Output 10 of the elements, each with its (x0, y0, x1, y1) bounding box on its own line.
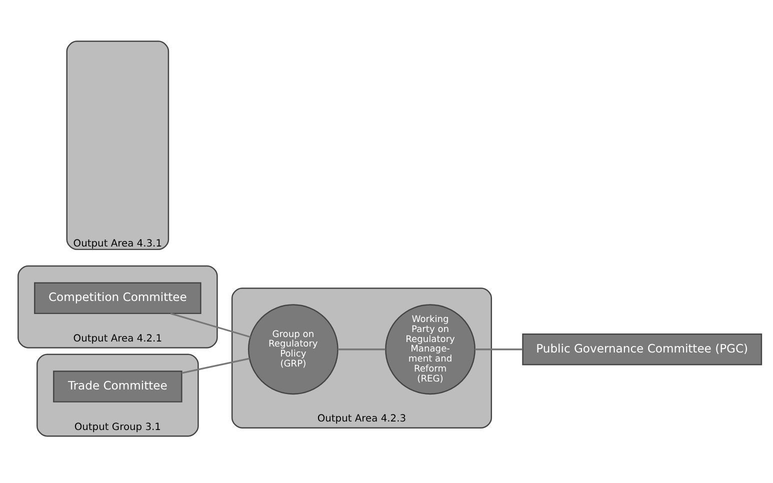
connector (474, 348, 523, 350)
node-box: Output Area 4.3.1 (66, 40, 170, 250)
node-circle: Group on Regulatory Policy (GRP) (248, 304, 338, 394)
connector (338, 348, 386, 350)
node-box: Trade Committee (53, 370, 182, 402)
node-box: Competition Committee (34, 282, 202, 314)
connector (182, 357, 250, 374)
connector (170, 312, 251, 338)
node-box: Public Governance Committee (PGC) (522, 332, 762, 365)
node-circle: Working Party on Regulatory Manage- ment and Reform (REG) (385, 304, 476, 394)
